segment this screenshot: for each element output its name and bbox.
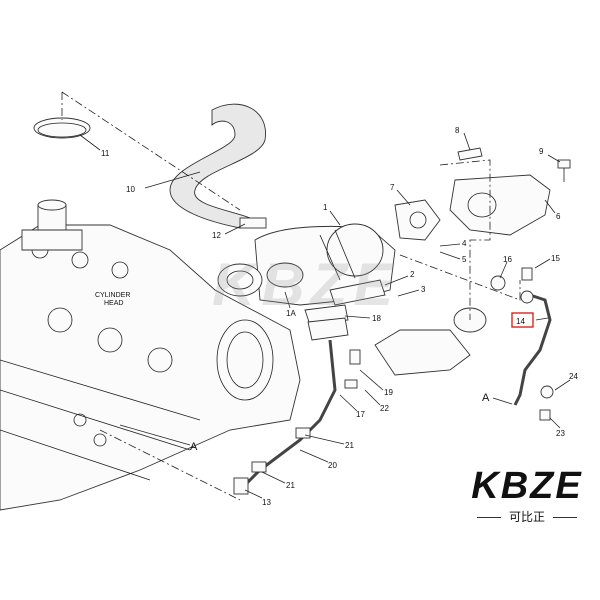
callout-7: 7 xyxy=(390,183,395,192)
callout-19: 19 xyxy=(384,388,393,397)
elbow-6 xyxy=(449,174,551,236)
cylinder-head-label-2: HEAD xyxy=(104,300,123,307)
callout-labels: 11 10 12 8 9 1 7 6 4 5 2 3 16 15 1A 18 1… xyxy=(95,126,578,507)
gasket-2 xyxy=(329,279,386,306)
callout-14-highlight xyxy=(511,312,534,328)
callout-24: 24 xyxy=(569,372,578,381)
callout-12: 12 xyxy=(212,231,221,240)
callout-18: 18 xyxy=(372,314,381,323)
callout-14: 14 xyxy=(516,317,525,326)
callout-15: 15 xyxy=(551,254,560,263)
callout-11: 11 xyxy=(101,149,110,158)
callout-21b: 21 xyxy=(286,481,295,490)
elbow-pipe xyxy=(21,199,83,251)
callout-5: 5 xyxy=(462,255,467,264)
callout-16: 16 xyxy=(503,255,512,264)
gasket-7 xyxy=(394,199,441,241)
callout-9: 9 xyxy=(539,147,544,156)
callout-3: 3 xyxy=(421,285,426,294)
callout-21a: 21 xyxy=(345,441,354,450)
callout-a-left: A xyxy=(190,441,198,453)
flange-18 xyxy=(304,304,349,341)
callout-a-right: A xyxy=(482,392,490,404)
callout-1a: 1A xyxy=(286,309,296,318)
centerlines xyxy=(61,91,521,501)
kbze-logo: KBZE 可比正 xyxy=(462,466,592,525)
logo-main-text: KBZE xyxy=(471,465,583,507)
callout-2: 2 xyxy=(410,270,415,279)
hose-10 xyxy=(169,103,266,229)
callout-13: 13 xyxy=(262,498,271,507)
cylinder-head-label-1: CYLINDER xyxy=(95,292,130,299)
logo-sub-text: 可比正 xyxy=(462,508,592,525)
bolt-8 xyxy=(457,147,483,161)
callout-1: 1 xyxy=(323,203,328,212)
callout-20: 20 xyxy=(328,461,337,470)
fittings xyxy=(233,217,554,495)
callout-17: 17 xyxy=(356,410,365,419)
clamp-11 xyxy=(33,117,91,139)
callout-10: 10 xyxy=(126,185,135,194)
engine-block xyxy=(0,224,301,511)
bolt-9 xyxy=(557,159,571,182)
watermark: KBZE xyxy=(212,251,400,318)
callout-4: 4 xyxy=(462,239,467,248)
oil-line-14 xyxy=(513,293,552,406)
callout-6: 6 xyxy=(556,212,561,221)
callout-8: 8 xyxy=(455,126,460,135)
callout-22: 22 xyxy=(380,404,389,413)
leader-lines xyxy=(79,132,571,499)
callout-23: 23 xyxy=(556,429,565,438)
bracket xyxy=(374,307,487,376)
